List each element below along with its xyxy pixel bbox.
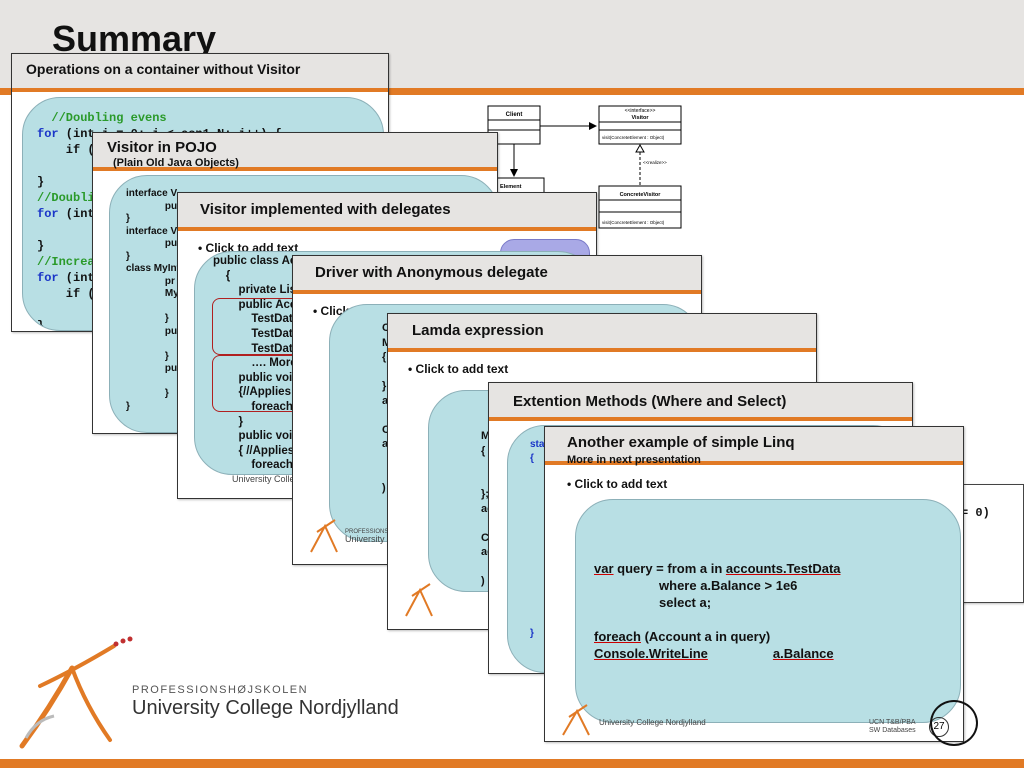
uml-visit-method: visit(ConcreteElement : Object) [602, 135, 665, 140]
page-title: Summary [52, 18, 217, 59]
logo-icon [19, 636, 133, 749]
linq-line [594, 611, 841, 628]
slide-title: Lamda expression [412, 322, 544, 339]
slide-footer: University College [232, 474, 305, 484]
code-line: } [37, 319, 45, 331]
code-line: if ( [37, 287, 95, 301]
slide-footer: University College Nordjylland [599, 718, 706, 727]
slide-footer-right-1: UCN T&B/PBA [869, 719, 916, 726]
slide-title: Extention Methods (Where and Select) [513, 393, 787, 410]
slide-title: Another example of simple Linq [567, 434, 795, 451]
code-line: } [37, 175, 45, 189]
slide-title: Visitor in POJO [107, 139, 217, 156]
code-block: = 0) [961, 506, 990, 520]
code-line: for (int [37, 207, 95, 221]
uml-realize-triangle [635, 143, 645, 153]
linq-line: foreach (Account a in query) [594, 629, 771, 644]
uml-realize-label: <<realize>> [643, 160, 667, 165]
code-block: public class Ac { private Lis public Acc… [213, 255, 297, 474]
code-box: var query = from a in accounts.TestData … [575, 499, 961, 723]
slide-footer-right-2: SW Databases [869, 727, 916, 734]
uml-concrete-visit-method: visit(ConcreteElement : Object) [602, 220, 665, 225]
linq-line: select a; [594, 595, 712, 610]
code-line: if ( [37, 143, 95, 157]
slide-title: Operations on a container without Visito… [26, 61, 301, 77]
page-number-circle [930, 700, 978, 746]
logo-small-text: PROFESSIONSHØJSKOLEN [132, 684, 309, 696]
code-line: for (int [37, 271, 95, 285]
mini-logo-icon [562, 704, 590, 736]
linq-code: var query = from a in accounts.TestData … [594, 560, 841, 662]
uml-client-box: Client [487, 105, 541, 145]
slide-title: Visitor implemented with delegates [200, 201, 451, 218]
code-line: //Increa [37, 255, 95, 269]
highlight-frame [212, 355, 304, 412]
uml-diagram: Client <<interface>> Visitor visit(Concr… [487, 105, 682, 229]
mini-logo-icon [405, 583, 433, 617]
uml-interface-stereotype: <<interface>> [625, 108, 656, 114]
code-line: //Doubli [37, 191, 95, 205]
slide-subtitle: (Plain Old Java Objects) [113, 157, 239, 169]
linq-line: var query = from a in accounts.TestData [594, 561, 841, 576]
bottom-stripe [0, 759, 1024, 768]
code-block: C M { } a C a ) [382, 322, 391, 494]
logo-big-text: University College Nordjylland [132, 697, 399, 719]
highlight-frame [212, 298, 304, 355]
linq-line: where a.Balance > 1e6 [594, 578, 798, 593]
uml-visitor-box: <<interface>> Visitor visit(ConcreteElem… [598, 105, 682, 145]
code-line: //Doubling evens [37, 111, 167, 125]
slide-simple-linq: Another example of simple Linq More in n… [544, 426, 964, 742]
mini-logo-icon [310, 519, 338, 553]
uml-visitor-label: Visitor [631, 115, 649, 121]
uml-client-label: Client [506, 112, 523, 118]
uml-concrete-visitor-label: ConcreteVisitor [620, 192, 662, 198]
code-block: interface V pu } interface V pu } class … [126, 188, 180, 412]
slide-title: Driver with Anonymous delegate [315, 264, 548, 281]
uml-element-label: Element [500, 184, 522, 190]
header-stripe [0, 88, 1024, 95]
bullet-text: • Click to add text [567, 477, 668, 491]
linq-line: Console.WriteLine a.Balance [594, 646, 834, 661]
slide-footer-small: PROFESSIONSHØ [345, 529, 398, 535]
bullet-text: • Click to add text [408, 362, 509, 376]
slide-footer: University C [345, 534, 394, 544]
slide-subtitle: More in next presentation [567, 454, 701, 466]
code-line: } [37, 239, 45, 253]
uml-concrete-visitor-box: ConcreteVisitor visit(ConcreteElement : … [598, 185, 682, 229]
